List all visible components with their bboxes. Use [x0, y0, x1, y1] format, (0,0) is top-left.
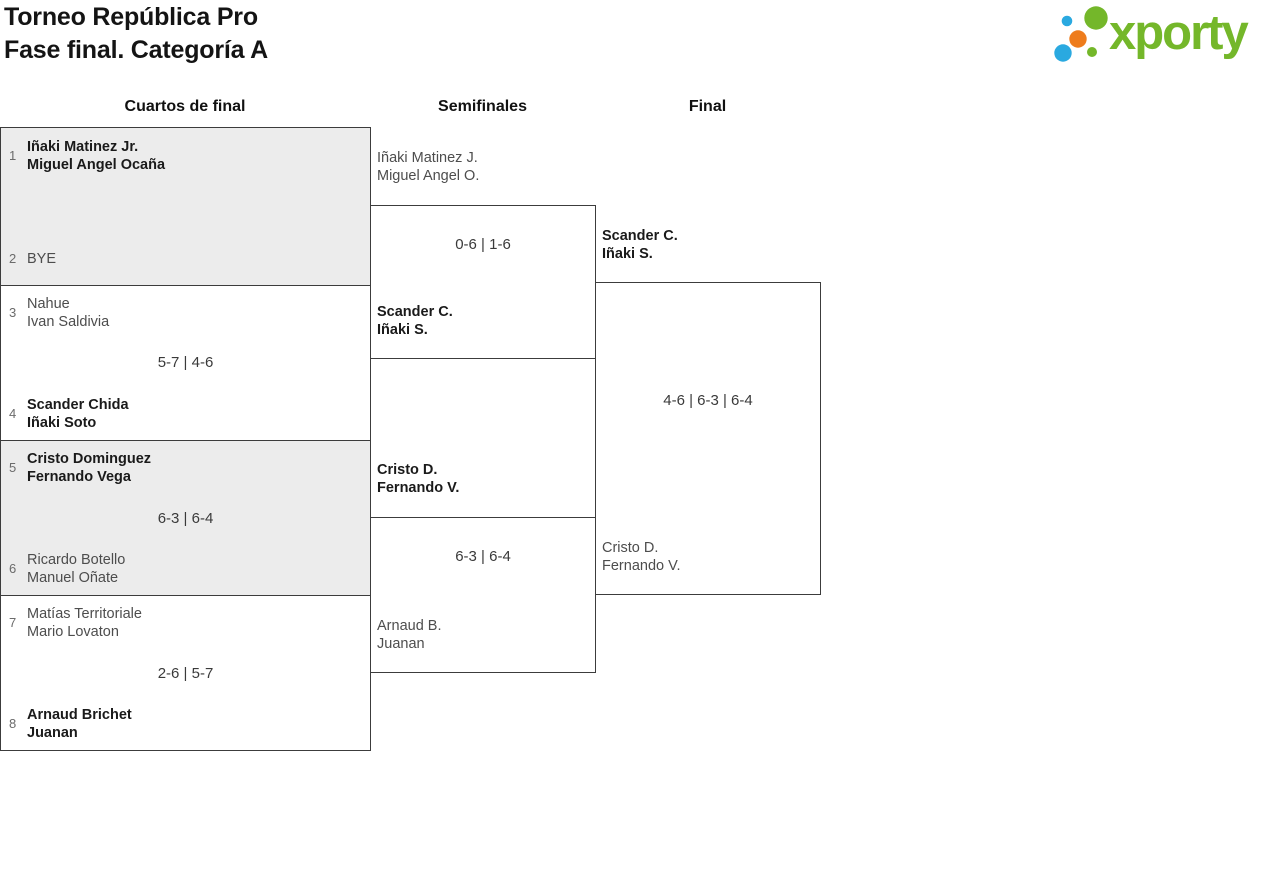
team-name: Iñaki Matinez Jr. Miguel Angel Ocaña — [27, 138, 165, 174]
semifinal-2-box — [370, 517, 596, 673]
player-1: Cristo D. — [377, 462, 438, 478]
seed-number: 8 — [9, 716, 17, 731]
player-1: Cristo D. — [602, 540, 659, 556]
team-name: Nahue Ivan Saldivia — [27, 295, 109, 331]
final-box — [595, 282, 821, 595]
seed-number: 1 — [9, 148, 17, 163]
team-name: Arnaud Brichet Juanan — [27, 706, 132, 742]
column-header-quarterfinals: Cuartos de final — [124, 98, 246, 115]
player-2: Iñaki Soto — [27, 415, 97, 431]
final-team-1: Scander C. Iñaki S. — [602, 227, 678, 263]
player-1: Scander C. — [602, 228, 678, 244]
team-name: Scander Chida Iñaki Soto — [27, 396, 129, 432]
player-2: Iñaki S. — [377, 322, 428, 338]
quarterfinal-match-1: 1 Iñaki Matinez Jr. Miguel Angel Ocaña 2… — [0, 127, 371, 286]
player-1: Nahue — [27, 296, 70, 312]
player-2: Fernando V. — [377, 480, 460, 496]
quarterfinal-match-3: 5 Cristo Dominguez Fernando Vega 6-3 | 6… — [0, 440, 371, 596]
team-name: Ricardo Botello Manuel Oñate — [27, 551, 125, 587]
logo-dots-icon — [1054, 6, 1108, 62]
seed-number: 5 — [9, 460, 17, 475]
player-2: Fernando Vega — [27, 469, 131, 485]
semifinal-2-team-1: Cristo D. Fernando V. — [377, 461, 459, 497]
player-2: Juanan — [377, 636, 425, 652]
player-1: Arnaud B. — [377, 618, 442, 634]
column-header-semifinals: Semifinales — [438, 98, 527, 115]
seed-number: 3 — [9, 305, 17, 320]
seed-number: 2 — [9, 251, 17, 266]
player-1: Matías Territoriale — [27, 606, 142, 622]
player-1: BYE — [27, 251, 57, 267]
player-1: Scander Chida — [27, 397, 129, 413]
player-1: Iñaki Matinez J. — [377, 150, 478, 166]
player-2: Fernando V. — [602, 558, 681, 574]
tournament-title-line2: Fase final. Categoría A — [4, 36, 268, 64]
team-name: Cristo Dominguez Fernando Vega — [27, 450, 151, 486]
seed-number: 4 — [9, 406, 17, 421]
player-1: Iñaki Matinez Jr. — [27, 139, 139, 155]
match-score: 5-7 | 4-6 — [157, 354, 214, 371]
team-name: BYE — [27, 250, 56, 268]
player-1: Arnaud Brichet — [27, 707, 132, 723]
tournament-title: Torneo República Pro Fase final. Categor… — [4, 1, 268, 67]
final-score: 4-6 | 6-3 | 6-4 — [663, 392, 753, 409]
player-2: Miguel Angel Ocaña — [27, 157, 166, 173]
xporty-logo: xporty — [1045, 0, 1277, 70]
logo-wordmark: xporty — [1109, 6, 1249, 60]
semifinal-1-score: 0-6 | 1-6 — [455, 236, 511, 253]
player-1: Cristo Dominguez — [27, 451, 152, 467]
semifinal-2-team-2: Arnaud B. Juanan — [377, 617, 442, 653]
player-1: Ricardo Botello — [27, 552, 126, 568]
player-2: Ivan Saldivia — [27, 314, 110, 330]
column-header-final: Final — [688, 98, 727, 115]
player-2: Mario Lovaton — [27, 624, 119, 640]
team-name: Matías Territoriale Mario Lovaton — [27, 605, 142, 641]
seed-number: 7 — [9, 615, 17, 630]
player-1: Scander C. — [377, 304, 453, 320]
player-2: Juanan — [27, 725, 78, 741]
player-2: Manuel Oñate — [27, 570, 119, 586]
semifinal-2-score: 6-3 | 6-4 — [455, 548, 511, 565]
quarterfinal-match-4: 7 Matías Territoriale Mario Lovaton 2-6 … — [0, 595, 371, 751]
player-2: Miguel Angel O. — [377, 168, 480, 184]
final-team-2: Cristo D. Fernando V. — [602, 539, 680, 575]
seed-number: 6 — [9, 561, 17, 576]
player-2: Iñaki S. — [602, 246, 653, 262]
match-score: 6-3 | 6-4 — [157, 510, 214, 527]
semifinal-1-team-1: Iñaki Matinez J. Miguel Angel O. — [377, 149, 479, 185]
quarterfinal-match-2: 3 Nahue Ivan Saldivia 5-7 | 4-6 4 Scande… — [0, 285, 371, 441]
tournament-title-line1: Torneo República Pro — [4, 3, 258, 31]
semifinal-1-team-2: Scander C. Iñaki S. — [377, 303, 453, 339]
match-score: 2-6 | 5-7 — [157, 665, 214, 682]
